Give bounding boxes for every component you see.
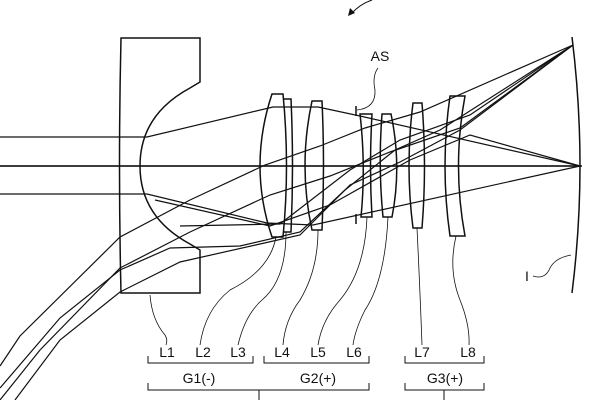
leader-lines <box>149 67 572 346</box>
label-l1: L1 <box>159 344 175 360</box>
label-l5: L5 <box>310 344 326 360</box>
label-l4: L4 <box>274 344 290 360</box>
lens-l1 <box>118 37 201 294</box>
brackets <box>147 356 485 400</box>
label-as: AS <box>370 48 390 64</box>
lens-l6 <box>379 113 398 218</box>
label-l3: L3 <box>230 344 246 360</box>
direction-arrow <box>348 0 373 16</box>
label-l2: L2 <box>195 344 211 360</box>
label-g2: G2(+) <box>299 370 337 386</box>
light-rays <box>0 44 581 400</box>
lens-l5 <box>359 113 373 218</box>
lens-l4 <box>304 100 325 231</box>
label-image-plane: I <box>525 268 529 284</box>
lens-l8 <box>444 95 466 237</box>
label-g1: G1(-) <box>182 370 216 386</box>
label-l8: L8 <box>460 344 476 360</box>
label-l6: L6 <box>346 344 362 360</box>
label-l7: L7 <box>414 344 430 360</box>
label-g3: G3(+) <box>426 370 464 386</box>
